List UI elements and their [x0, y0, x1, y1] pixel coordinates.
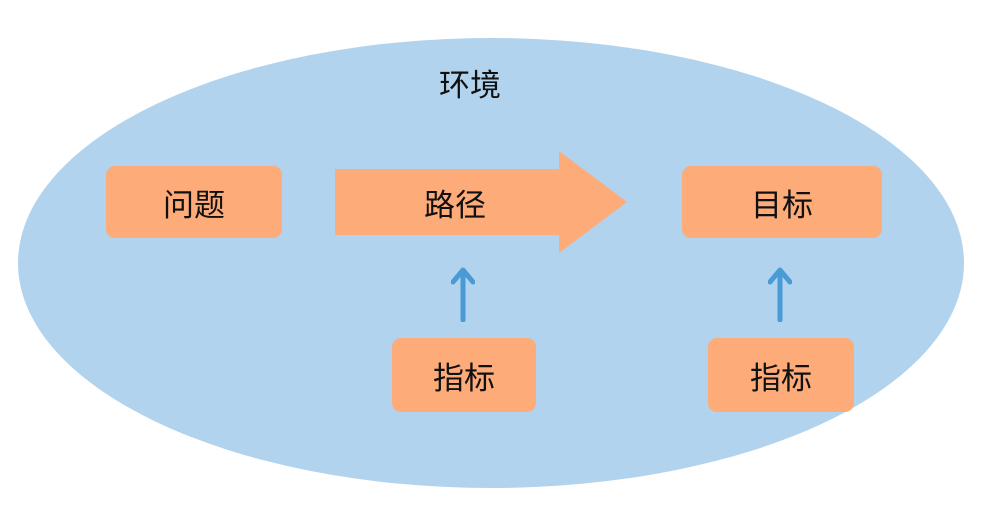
up-arrow-icon: [768, 267, 792, 322]
target-label: 目标: [751, 187, 813, 224]
path-arrow-polygon: [335, 151, 627, 253]
path-indicator-label: 指标: [433, 360, 495, 397]
problem-node: 问题: [106, 166, 282, 238]
path-arrow-shape: [335, 151, 627, 253]
path-node-label: 路径: [424, 187, 486, 224]
environment-ellipse: [18, 38, 964, 488]
problem-label: 问题: [163, 187, 225, 224]
up-arrow-icon: [451, 267, 475, 322]
target-indicator-node: 指标: [708, 338, 854, 412]
environment-label: 环境: [439, 68, 501, 104]
path-indicator-node: 指标: [392, 338, 536, 412]
target-node: 目标: [682, 166, 882, 238]
target-indicator-label: 指标: [750, 360, 812, 397]
